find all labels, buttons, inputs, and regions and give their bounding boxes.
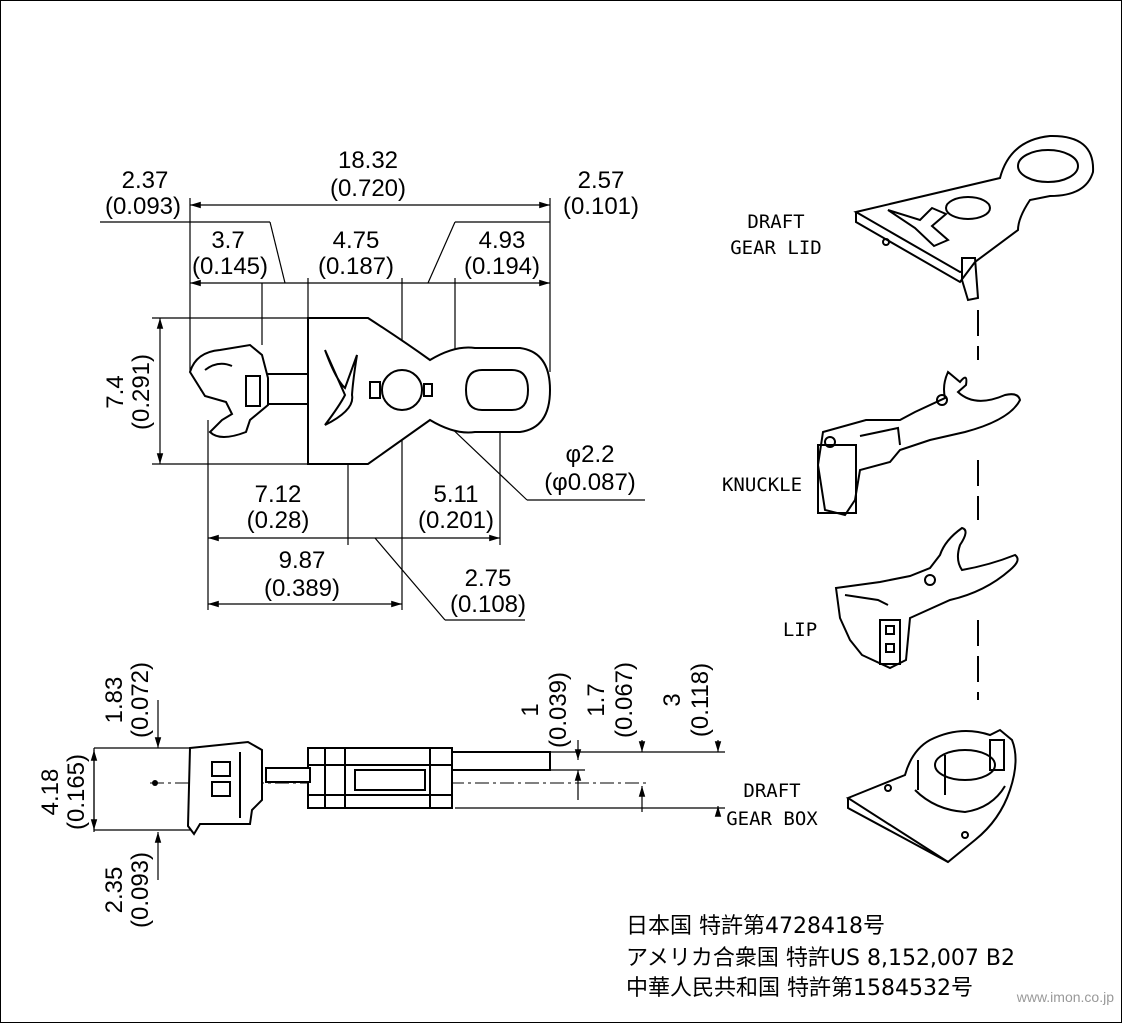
lip-drawing [834, 526, 1019, 670]
dim-diameter-in: (φ0.087) [544, 469, 636, 496]
dim-183: 1.83 [101, 677, 128, 724]
patent-japan: 日本国 特許第4728418号 [626, 914, 885, 939]
dim-seg1: 3.7 [211, 227, 244, 254]
knuckle-drawing [816, 370, 1022, 517]
dim-17-in: (0.067) [611, 662, 638, 738]
draft-gear-box-drawing [845, 728, 1017, 864]
label-knuckle: KNUCKLE [722, 474, 802, 496]
part-labels: DRAFT GEAR LID KNUCKLE LIP DRAFT GEAR BO… [722, 211, 822, 830]
dim-1: 1 [517, 703, 544, 716]
dim-left-ext: 2.37 [122, 167, 169, 194]
patent-notes: 日本国 特許第4728418号 アメリカ合衆国 特許US 8,152,007 B… [626, 914, 1114, 1005]
side-view-coupler [186, 740, 551, 836]
dim-275-in: (0.108) [450, 591, 526, 618]
dim-17: 1.7 [583, 683, 610, 716]
label-box-2: GEAR BOX [726, 808, 818, 830]
dim-235-in: (0.093) [127, 852, 154, 928]
top-dimension-labels: 18.32 (0.720) 2.37 (0.093) 2.57 (0.101) … [102, 147, 639, 618]
dim-seg2: 4.75 [333, 227, 380, 254]
dim-seg2-in: (0.187) [318, 253, 394, 280]
dim-1-in: (0.039) [545, 672, 572, 748]
dim-right-ext-in: (0.101) [563, 193, 639, 220]
dim-987-in: (0.389) [264, 575, 340, 602]
dim-275: 2.75 [465, 565, 512, 592]
draft-gear-lid-drawing [853, 134, 1095, 302]
label-box-1: DRAFT [743, 780, 800, 802]
dim-height: 7.4 [102, 375, 129, 408]
label-lid-2: GEAR LID [730, 237, 822, 259]
patent-china: 中華人民共和国 特許第1584532号 [626, 976, 973, 1001]
dim-511: 5.11 [434, 481, 479, 508]
dim-height-in: (0.291) [128, 354, 155, 430]
dim-418-in: (0.165) [63, 754, 90, 830]
label-lid-1: DRAFT [747, 211, 804, 233]
top-view-dimensions [100, 198, 645, 621]
side-dimension-labels: 1.83 (0.072) 4.18 (0.165) 2.35 (0.093) 1… [37, 662, 714, 928]
dim-left-ext-in: (0.093) [105, 193, 181, 220]
dim-overall: 18.32 [338, 147, 398, 174]
patent-usa: アメリカ合衆国 特許US 8,152,007 B2 [626, 946, 1015, 971]
dim-diameter: φ2.2 [566, 441, 615, 468]
dim-3: 3 [659, 693, 686, 706]
top-view-coupler [188, 317, 552, 465]
dim-511-in: (0.201) [418, 507, 494, 534]
dim-987: 9.87 [279, 547, 326, 574]
dim-seg3: 4.93 [479, 227, 526, 254]
dim-235: 2.35 [101, 867, 128, 914]
dim-overall-in: (0.720) [330, 175, 406, 202]
dim-183-in: (0.072) [127, 662, 154, 738]
dim-712: 7.12 [255, 481, 302, 508]
dim-712-in: (0.28) [247, 507, 310, 534]
dim-seg1-in: (0.145) [192, 253, 268, 280]
label-lip: LIP [783, 619, 817, 641]
dim-418: 4.18 [37, 769, 64, 816]
dim-right-ext: 2.57 [578, 167, 625, 194]
dim-seg3-in: (0.194) [464, 253, 540, 280]
watermark: www.imon.co.jp [1016, 989, 1114, 1005]
dim-3-in: (0.118) [687, 663, 714, 737]
